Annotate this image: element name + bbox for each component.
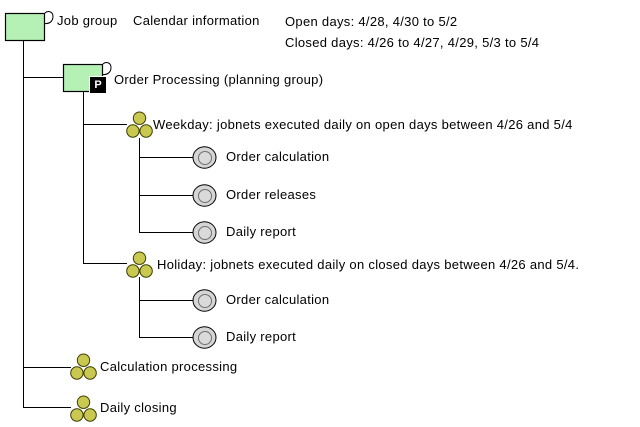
planning-group-label: Order Processing (planning group): [114, 72, 324, 87]
trunk-holiday: [139, 277, 140, 338]
branch-weekday: [83, 124, 127, 125]
closed-days-text: Closed days: 4/26 to 4/27, 4/29, 5/3 to …: [285, 35, 540, 50]
weekday-job-label-2: Order releases: [226, 187, 317, 202]
holiday-job-icon-1: [192, 289, 217, 312]
weekday-jobnet-icon: [126, 111, 153, 139]
weekday-job-icon-2: [192, 184, 217, 207]
holiday-job-label-1: Order calculation: [226, 292, 330, 307]
holiday-jobnet-icon: [126, 251, 153, 279]
weekday-job-label-3: Daily report: [226, 224, 297, 239]
branch-holiday-job-1: [139, 300, 193, 301]
trunk-job-group: [23, 40, 24, 408]
job-group-folder-icon: [4, 10, 56, 42]
calendar-information-label: Calendar information: [133, 13, 260, 28]
trunk-weekday: [139, 138, 140, 233]
branch-weekday-job-1: [139, 157, 193, 158]
daily-closing-label: Daily closing: [100, 400, 177, 415]
calculation-processing-label: Calculation processing: [100, 359, 238, 374]
weekday-job-label-1: Order calculation: [226, 149, 330, 164]
job-group-label: Job group: [57, 13, 118, 28]
branch-holiday: [83, 263, 127, 264]
branch-weekday-job-3: [139, 232, 193, 233]
open-days-text: Open days: 4/28, 4/30 to 5/2: [285, 14, 458, 29]
planning-group-badge: P: [90, 77, 106, 93]
calculation-processing-jobnet-icon: [70, 353, 97, 381]
holiday-job-label-2: Daily report: [226, 329, 297, 344]
branch-daily-closing: [23, 407, 71, 408]
branch-calculation-processing: [23, 367, 71, 368]
holiday-job-icon-2: [192, 326, 217, 349]
branch-order-processing: [23, 77, 64, 78]
trunk-order-processing: [83, 91, 84, 264]
holiday-jobnet-label: Holiday: jobnets executed daily on close…: [157, 257, 580, 272]
branch-holiday-job-2: [139, 337, 193, 338]
daily-closing-jobnet-icon: [70, 395, 97, 423]
planning-group-folder-icon: [62, 61, 114, 93]
weekday-job-icon-1: [192, 146, 217, 169]
weekday-job-icon-3: [192, 221, 217, 244]
weekday-jobnet-label: Weekday: jobnets executed daily on open …: [153, 117, 573, 132]
branch-weekday-job-2: [139, 195, 193, 196]
